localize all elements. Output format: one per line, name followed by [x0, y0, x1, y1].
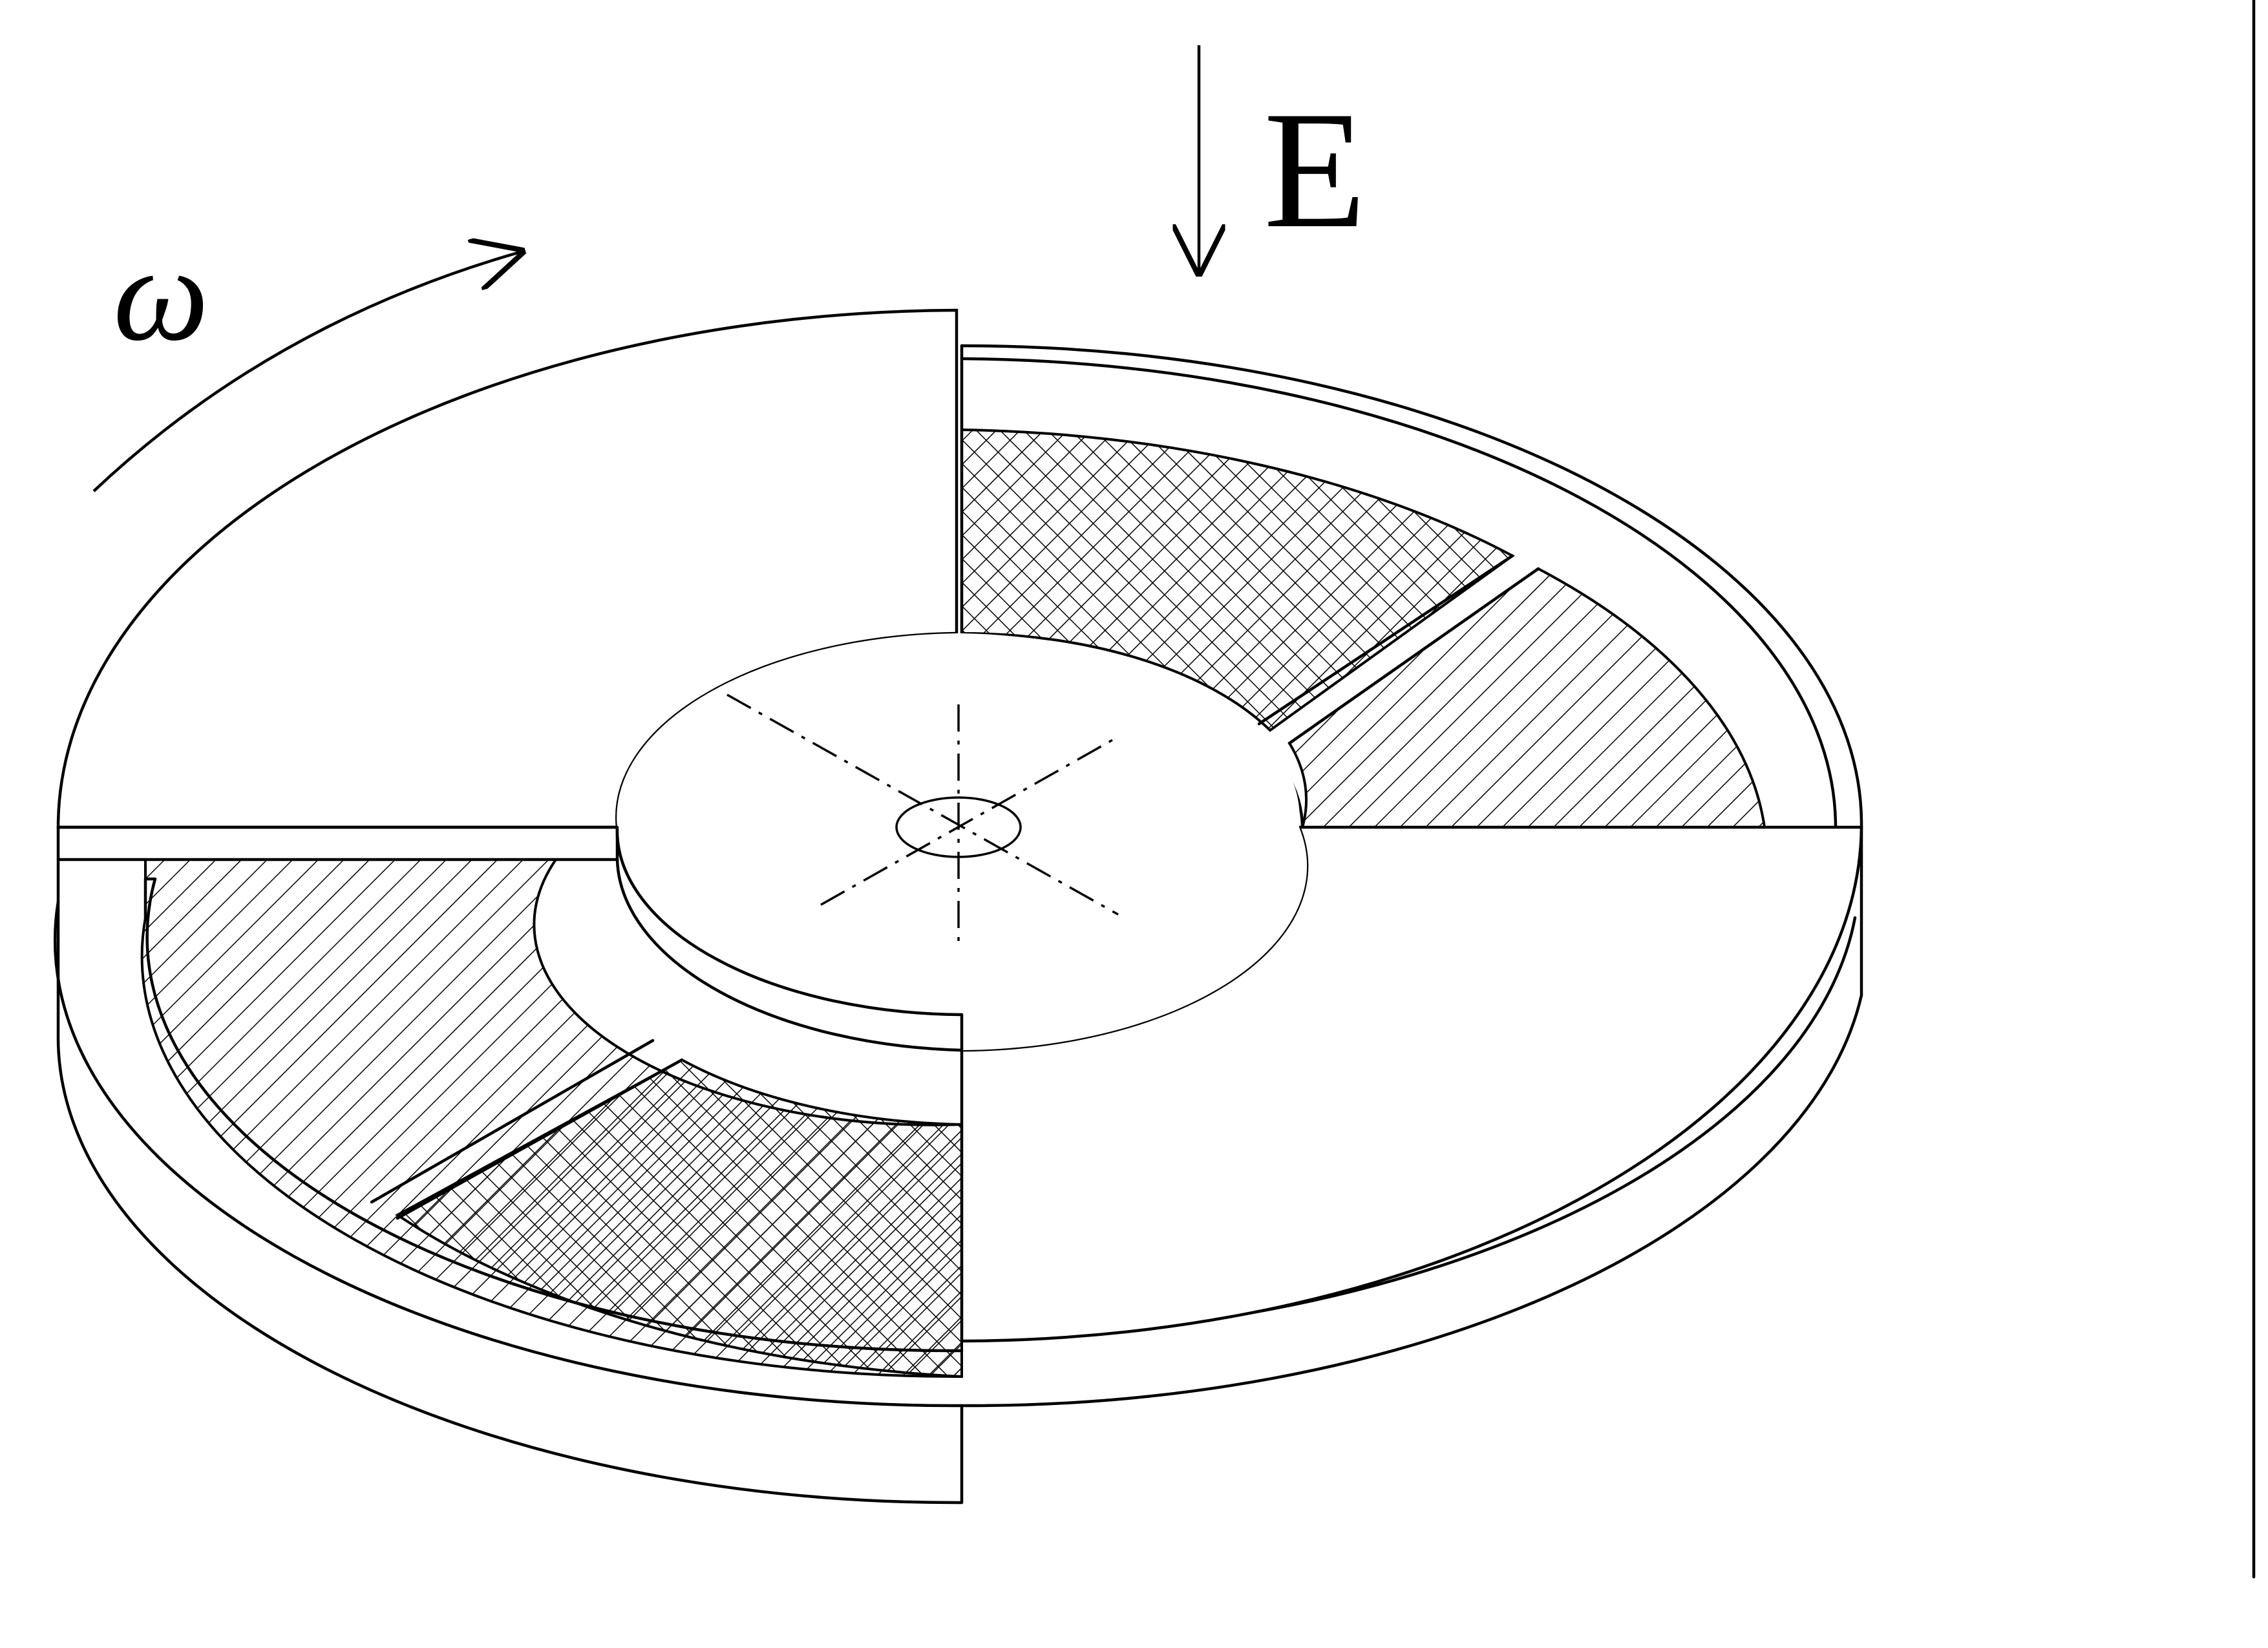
- top-plate-left-edge-strip: [56, 825, 619, 861]
- upper-right-hatched-sector: [1288, 567, 1766, 829]
- upper-right-inner-rim: [960, 357, 1838, 829]
- axis-line-diagonal-b: [820, 735, 1119, 906]
- lower-plate-right-rim: [960, 825, 1863, 1408]
- axis-line-diagonal-a: [726, 693, 1119, 916]
- hub-step-arc-lower: [615, 858, 964, 1052]
- lower-left-inner-strip: [143, 877, 964, 1353]
- rotation-arrow: [92, 252, 520, 492]
- lower-left-separator: [370, 1039, 684, 1220]
- rotation-label: ω: [113, 219, 209, 369]
- hub-step-arc-lower-2: [615, 825, 964, 1017]
- upper-right-outer-rim: [960, 344, 1863, 829]
- lower-plate-outer-rim: [56, 858, 964, 1505]
- field-label: E: [1264, 77, 1366, 263]
- upper-right-separator: [1257, 554, 1540, 745]
- lower-plate-inner-rim: [53, 900, 964, 1408]
- top-plate-hub: [617, 633, 1308, 1050]
